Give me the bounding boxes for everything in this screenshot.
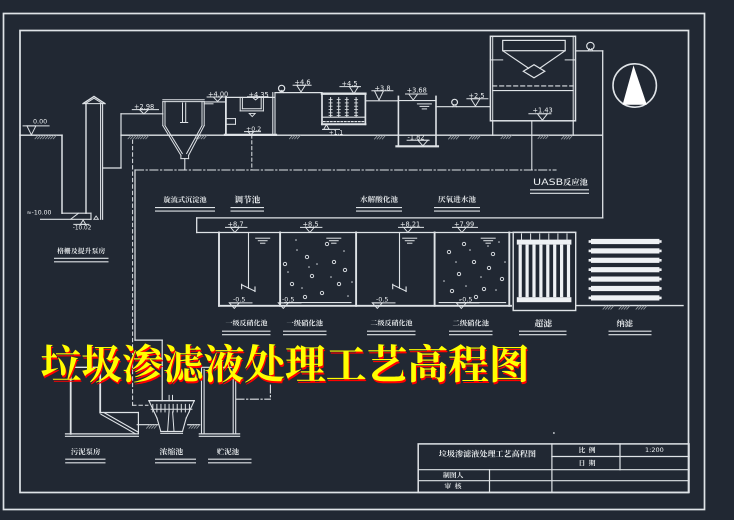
svg-text:+2.5: +2.5 [469, 92, 485, 100]
tb-scale-value: 1:200 [645, 446, 664, 454]
hydrolysis-tank [320, 92, 399, 126]
label-shuijie [356, 195, 402, 212]
svg-text:+8.5: +8.5 [303, 220, 319, 228]
lvl-85: +8.5 [300, 220, 323, 234]
lvl-87: +8.7 [225, 220, 248, 234]
lvl-298: +2.98 [131, 103, 159, 115]
svg-text:+4.00: +4.00 [208, 91, 228, 99]
label-nalv [608, 319, 652, 336]
lvl-000: 0.00 [22, 118, 50, 136]
lvl-m05d: -0.5 [455, 296, 480, 310]
lvl-25: +2.5 [466, 92, 489, 108]
label-chaolv [519, 319, 567, 336]
drawing-text-layer: UASB 0.00 +2.98 +4.00 +4.35 +4.6 +4.5 +3.8 +3.68… [22, 78, 664, 490]
lvl-m1000: ≈-10.00 [27, 210, 52, 217]
tb-name [438, 449, 536, 458]
tb-checker-label [444, 482, 462, 490]
ground-lines [19, 134, 684, 426]
svg-text:-0.5: -0.5 [282, 296, 294, 304]
svg-text:1:200: 1:200 [645, 446, 664, 454]
lvl-821: +8.21 [398, 220, 424, 234]
svg-text:+2.98: +2.98 [134, 103, 154, 111]
nanofilter [588, 238, 662, 301]
lvl-435: +4.35 [247, 91, 269, 101]
svg-text:-1.82: -1.82 [408, 134, 425, 142]
north-symbol [612, 62, 658, 109]
soil-hatches [34, 134, 648, 429]
lvl-45: +4.5 [339, 80, 361, 95]
label-zhuni [208, 448, 252, 464]
svg-text:-0.5: -0.5 [460, 296, 472, 304]
svg-text:+8.7: +8.7 [228, 220, 244, 228]
regulating-tank [223, 84, 323, 171]
label-nongsuo [155, 447, 196, 464]
svg-text:+3.68: +3.68 [407, 86, 427, 94]
label-uasb: UASB [530, 177, 589, 194]
thickener [148, 394, 196, 434]
svg-text:+0.2: +0.2 [246, 126, 261, 133]
svg-text:+1.1: +1.1 [329, 130, 344, 136]
label-tiaojie [230, 195, 264, 212]
lvl-38: +3.8 [371, 84, 394, 102]
sheet-borders [2, 12, 706, 511]
label-yanyang [434, 195, 480, 212]
effluent-pipe [196, 50, 604, 234]
sludge-storage-tank [198, 366, 241, 437]
svg-text:0.00: 0.00 [33, 118, 47, 126]
svg-text:-10.02: -10.02 [73, 225, 92, 231]
lvl-143: +1.43 [528, 107, 553, 121]
label-xuanliu [155, 196, 215, 212]
lvl-799: +7.99 [452, 220, 478, 234]
lvl-46: +4.6 [292, 78, 312, 93]
main-title [41, 343, 528, 383]
tb-drafter-label [443, 471, 464, 479]
ultrafilter [512, 231, 577, 312]
lvl-m05c: -0.5 [371, 296, 396, 310]
label-erjixiao [449, 319, 493, 336]
title-block [417, 432, 690, 494]
lvl-368: +3.68 [405, 86, 428, 101]
lvl-11: +1.1 [322, 123, 344, 136]
svg-text:+7.99: +7.99 [454, 220, 474, 228]
lvl-m05b: -0.5 [277, 296, 302, 310]
svg-text:+4.6: +4.6 [295, 78, 311, 86]
tb-scale-label [579, 446, 596, 454]
svg-text:UASB: UASB [533, 177, 563, 188]
screen-pump-house [39, 95, 164, 221]
label-erjifan [367, 319, 416, 336]
tb-date-label [579, 459, 596, 467]
lvl-400: +4.00 [206, 91, 228, 102]
svg-text:+4.35: +4.35 [249, 91, 269, 99]
svg-text:+3.8: +3.8 [375, 84, 391, 92]
label-yijifan [222, 319, 271, 336]
label-wuni [65, 448, 106, 464]
uasb-reactor [489, 35, 604, 171]
cyclone-clarifier [162, 99, 227, 171]
svg-text:-0.5: -0.5 [233, 296, 245, 304]
lvl-m182: -1.82 [406, 134, 430, 147]
bio-tank-row [196, 103, 577, 307]
lvl-02: +0.2 [244, 126, 261, 136]
svg-text:+4.5: +4.5 [342, 80, 358, 88]
label-gezha [54, 247, 109, 263]
lvl-m1002: -10.02 [73, 219, 92, 231]
svg-text:-0.5: -0.5 [376, 296, 388, 304]
lvl-m05a: -0.5 [228, 296, 253, 310]
svg-text:+1.43: +1.43 [533, 107, 553, 115]
svg-text:+8.21: +8.21 [400, 220, 420, 228]
label-yijixiao [283, 319, 327, 336]
anaerobic-feed-tank [395, 95, 491, 148]
svg-text:≈-10.00: ≈-10.00 [27, 210, 52, 217]
